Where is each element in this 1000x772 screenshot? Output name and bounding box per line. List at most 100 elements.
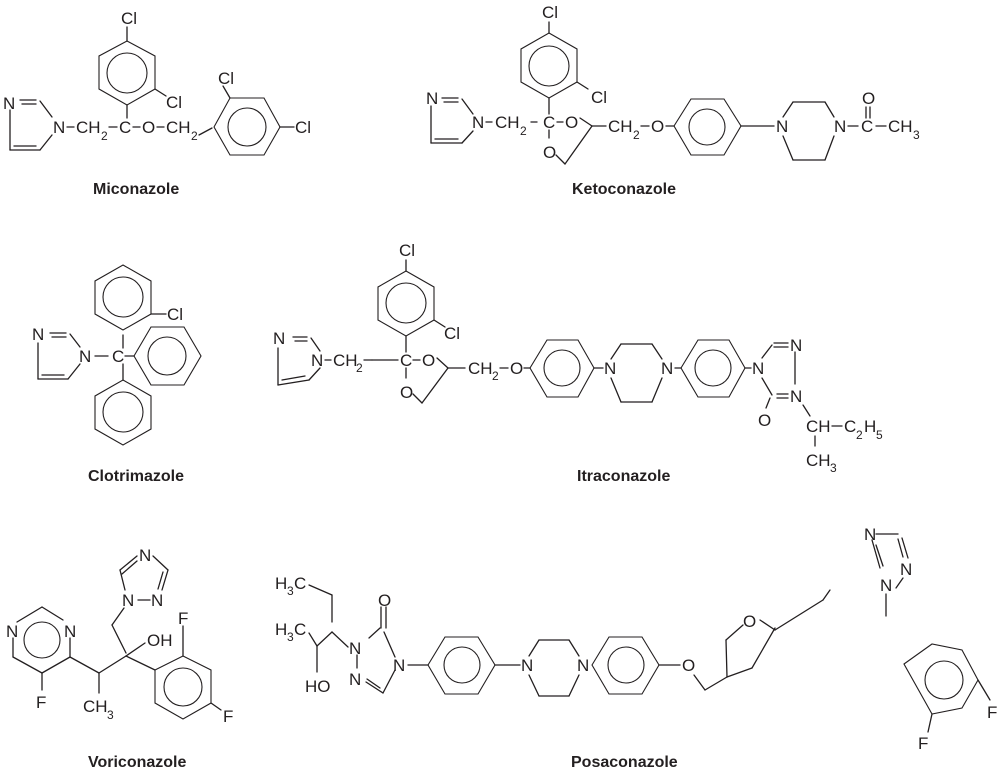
ketoconazole-structure: N N CH 2 C O O CH 2 O Cl Cl [426, 3, 920, 198]
subscript: 2 [856, 428, 863, 442]
fluorine-label: F [178, 609, 188, 628]
atom-label: O [862, 89, 875, 108]
atom-label: O [565, 113, 578, 132]
chlorine-label: Cl [167, 305, 183, 324]
molecule-name-posaconazole: Posaconazole [571, 754, 678, 771]
dichlorobenzyl-ring [213, 85, 295, 156]
subscript: 3 [107, 708, 114, 722]
atom-label: C [844, 417, 856, 436]
molecule-name-itraconazole: Itraconazole [577, 468, 670, 485]
atom-label: N [3, 94, 15, 113]
atom-label: C [112, 347, 124, 366]
atom-label: N [79, 347, 91, 366]
molecule-name-miconazole: Miconazole [93, 181, 179, 198]
triazolone-ring [761, 342, 796, 409]
atom-label: N [426, 89, 438, 108]
subscript: 2 [633, 128, 640, 142]
molecule-name-voriconazole: Voriconazole [88, 754, 186, 771]
atom-label: N [122, 591, 134, 610]
atom-label: O [142, 118, 155, 137]
atom-label: H [864, 417, 876, 436]
atom-label: CH [83, 697, 108, 716]
atom-label: N [752, 359, 764, 378]
chlorine-label: Cl [591, 88, 607, 107]
atom-label: CH [76, 118, 101, 137]
molecule-name-ketoconazole: Ketoconazole [572, 181, 676, 198]
atom-label: F [36, 693, 46, 712]
atom-label: N [349, 639, 361, 658]
atom-label: N [864, 525, 876, 544]
imidazole-ring [9, 99, 53, 151]
subscript: 2 [101, 129, 108, 143]
imidazole-ring [430, 97, 474, 144]
atom-label: O [510, 359, 523, 378]
subscript: 3 [830, 461, 837, 475]
atom-label: CH [468, 359, 493, 378]
difluorophenyl-ring [903, 643, 991, 733]
atom-label: CH [888, 117, 913, 136]
atom-label: N [776, 117, 788, 136]
subscript: 5 [876, 428, 883, 442]
chlorine-label: Cl [121, 9, 137, 28]
atom-label: N [151, 591, 163, 610]
atom-label: N [880, 576, 892, 595]
atom-label: C [861, 117, 873, 136]
tetrahydrofuran-ring [725, 619, 776, 678]
atom-label: N [900, 560, 912, 579]
atom-label: C [294, 620, 306, 639]
fluoropyrimidine-ring [12, 606, 100, 691]
atom-label: O [758, 411, 771, 430]
dichlorophenyl-ring [377, 259, 446, 353]
atom-label: N [53, 118, 65, 137]
atom-label: CH [608, 117, 633, 136]
atom-label: H [275, 620, 287, 639]
atom-label: CH [806, 451, 831, 470]
chlorine-label: Cl [542, 3, 558, 22]
piperazine-ring [610, 343, 663, 403]
phenyl-ring-bottom [94, 379, 152, 446]
atom-label: C [294, 574, 306, 593]
triazole-ring [871, 533, 909, 589]
subscript: 2 [492, 369, 499, 383]
atom-label: H [275, 574, 287, 593]
atom-label: C [400, 351, 412, 370]
clotrimazole-structure: N N C Cl Clotrimazole [32, 264, 202, 485]
atom-label: CH [166, 118, 191, 137]
atom-label: HO [305, 677, 331, 696]
molecule-name-clotrimazole: Clotrimazole [88, 468, 184, 485]
voriconazole-structure: N N N N N F CH 3 OH [6, 546, 233, 771]
atom-label: N [311, 351, 323, 370]
subscript: 3 [287, 630, 294, 644]
atom-label: N [32, 325, 44, 344]
dichlorophenyl-ring [520, 21, 589, 115]
atom-label: CH [333, 351, 358, 370]
atom-label: N [472, 113, 484, 132]
atom-label: N [661, 359, 673, 378]
phenylene-ring-2 [680, 339, 752, 398]
atom-label: N [6, 622, 18, 641]
piperazine-ring [528, 639, 580, 697]
atom-label: C [119, 118, 131, 137]
triazole-ring [119, 555, 169, 601]
imidazole-ring [277, 336, 321, 386]
difluorophenyl-ring [154, 625, 222, 720]
subscript: 3 [287, 584, 294, 598]
atom-label: CH [495, 113, 520, 132]
dichlorophenyl-ring [98, 26, 167, 119]
atom-label: N [790, 387, 802, 406]
atom-label: OH [147, 631, 173, 650]
atom-label: N [349, 670, 361, 689]
atom-label: N [64, 622, 76, 641]
phenylene-ring-1 [529, 339, 604, 398]
subscript: 2 [191, 129, 198, 143]
atom-label: N [577, 656, 589, 675]
atom-label: O [543, 143, 556, 162]
itraconazole-structure: N N CH 2 C O O CH 2 O Cl Cl [273, 241, 883, 485]
subscript: 2 [520, 124, 527, 138]
chlorine-label: Cl [444, 324, 460, 343]
atom-label: N [139, 546, 151, 565]
atom-label: O [682, 656, 695, 675]
chlorine-label: Cl [295, 118, 311, 137]
subscript: 2 [356, 361, 363, 375]
